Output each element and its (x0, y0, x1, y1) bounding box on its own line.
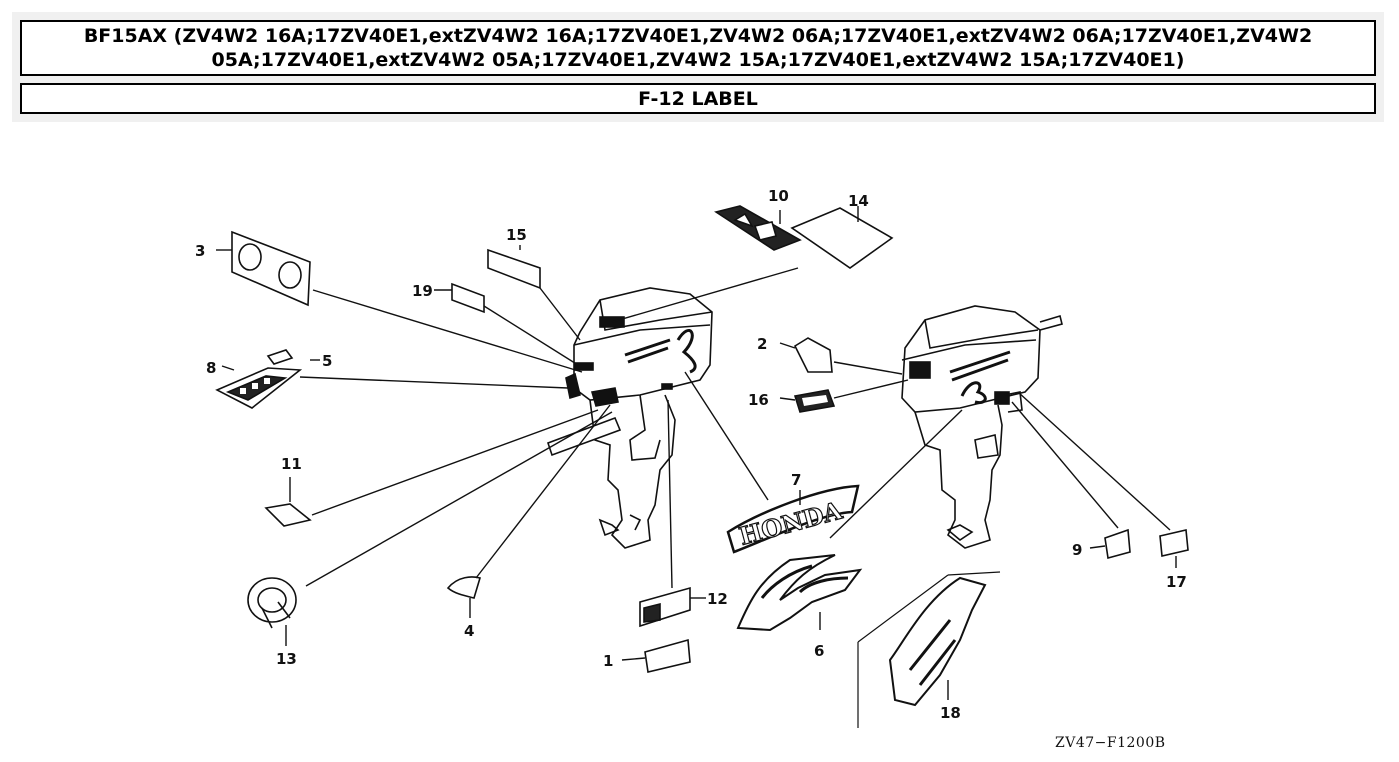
part-13-ring-label (247, 577, 297, 629)
part-3-gauge-label (231, 230, 311, 307)
part-15-label (487, 248, 541, 290)
callout-7: 7 (791, 471, 801, 489)
part-12-label (639, 586, 691, 628)
part-14-label (790, 207, 894, 269)
callout-9: 9 (1072, 541, 1082, 559)
callout-6: 6 (814, 642, 824, 660)
callout-18: 18 (940, 704, 961, 722)
callout-13: 13 (276, 650, 297, 668)
callout-numbers: 3 15 19 10 14 8 5 2 16 11 13 4 12 1 7 6 … (195, 187, 1187, 722)
callout-1: 1 (603, 652, 613, 670)
callout-15: 15 (506, 226, 527, 244)
part-4-label (446, 576, 482, 599)
callout-19: 19 (412, 282, 433, 300)
part-7-honda-decal: HONDA (726, 484, 860, 554)
page-title: BF15AX (ZV4W2 16A;17ZV40E1,extZV4W2 16A;… (20, 20, 1376, 76)
callout-2: 2 (757, 335, 767, 353)
part-18-side-decal (888, 576, 987, 707)
part-6-emblem-decal (736, 554, 863, 632)
part-2-label (793, 337, 833, 373)
callout-12: 12 (707, 590, 728, 608)
callout-3: 3 (195, 242, 205, 260)
callout-5: 5 (322, 352, 332, 370)
callout-4: 4 (464, 622, 474, 640)
outboard-motor-right (901, 305, 1063, 549)
part-10-warning-label (714, 205, 802, 251)
model-title-text: BF15AX (ZV4W2 16A;17ZV40E1,extZV4W2 16A;… (83, 25, 1313, 71)
section-title: F-12 LABEL (20, 83, 1376, 114)
callout-8: 8 (206, 359, 216, 377)
part-11-label (264, 503, 312, 527)
callout-14: 14 (848, 192, 869, 210)
part-5-label (266, 349, 294, 365)
callout-17: 17 (1166, 573, 1187, 591)
part-9-label (1104, 528, 1131, 560)
part-8-control-label (215, 367, 303, 409)
section-title-text: F-12 LABEL (638, 87, 758, 110)
callout-10: 10 (768, 187, 789, 205)
callout-11: 11 (281, 455, 302, 473)
part-19-label (451, 282, 485, 314)
outboard-motor-left (546, 287, 713, 549)
part-1-label (644, 638, 691, 673)
part-17-label (1159, 529, 1189, 557)
callout-16: 16 (748, 391, 769, 409)
leader-lines (216, 206, 1177, 728)
part-16-label (793, 389, 836, 413)
diagram-code: ZV47−F1200B (1055, 735, 1166, 751)
